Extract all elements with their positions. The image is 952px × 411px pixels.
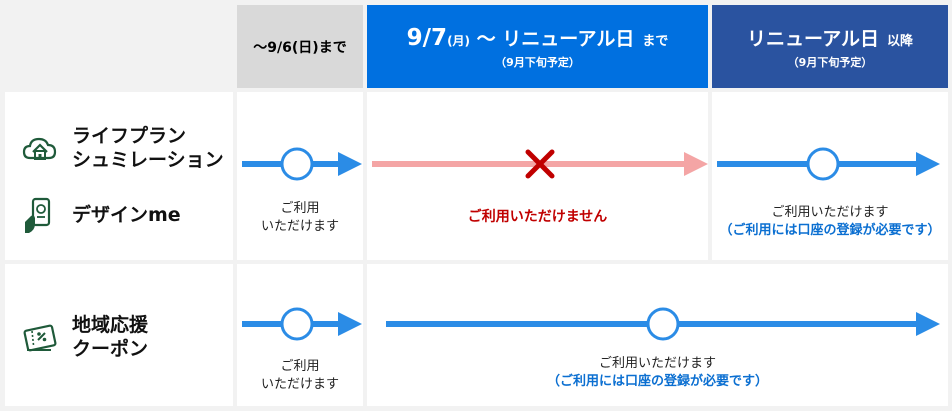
row2-period23-available-arrow (386, 307, 940, 341)
row1-period3-note: （ご利用には口座の登録が必要です） (719, 223, 941, 238)
header-note: （9月下旬予定） (787, 55, 873, 69)
header-until-suffix: まで (642, 33, 669, 49)
row1-period2-unavailable-arrow (372, 149, 708, 179)
phone-hand-icon (20, 196, 60, 236)
row2-period1-available-arrow (242, 307, 362, 341)
row1-period1-status: ご利用 いただけます (260, 201, 339, 234)
header-note: （9月下旬予定） (495, 55, 580, 69)
service-design-me: デザインme (20, 196, 181, 236)
coupon-ticket-icon (20, 318, 60, 358)
row1-period2-status: ご利用いただけません (467, 209, 608, 225)
service-name: ライフプラン シュミレーション (72, 125, 224, 171)
header-date: 9/7 (406, 24, 448, 51)
header-period-until-9-6: ～9/6(日)まで (237, 5, 363, 88)
row1-period3-available-arrow (717, 147, 940, 181)
header-day: (月) (447, 33, 471, 48)
row1-period3-status: ご利用いただけます (771, 205, 889, 220)
service-name: デザインme (72, 204, 181, 227)
service-life-plan: ライフプラン シュミレーション (20, 125, 224, 173)
row2-period23-status: ご利用いただけます (598, 356, 716, 371)
row1-period2-cell (367, 92, 708, 260)
row1-service-cell (5, 92, 233, 260)
row2-period1-status: ご利用 いただけます (260, 359, 339, 392)
header-period-from-9-7: 9/7 (月) ～ リニューアル日 まで （9月下旬予定） (367, 5, 708, 88)
header-period-1-label: ～9/6(日)まで (253, 39, 347, 56)
header-renewal-label: リニューアル日 (502, 27, 635, 50)
header-after-suffix: 以降 (887, 33, 914, 49)
header-tilde: ～ (470, 27, 503, 50)
row1-period1-available-arrow (242, 147, 362, 181)
service-name: 地域応援 クーポン (72, 314, 149, 360)
header-period-after-renewal: リニューアル日 以降 （9月下旬予定） (712, 5, 948, 88)
house-cloud-icon (20, 129, 60, 169)
row2-period23-note: （ご利用には口座の登録が必要です） (546, 374, 768, 389)
header-renewal-label: リニューアル日 (746, 27, 880, 50)
service-local-coupon: 地域応援 クーポン (20, 314, 148, 362)
